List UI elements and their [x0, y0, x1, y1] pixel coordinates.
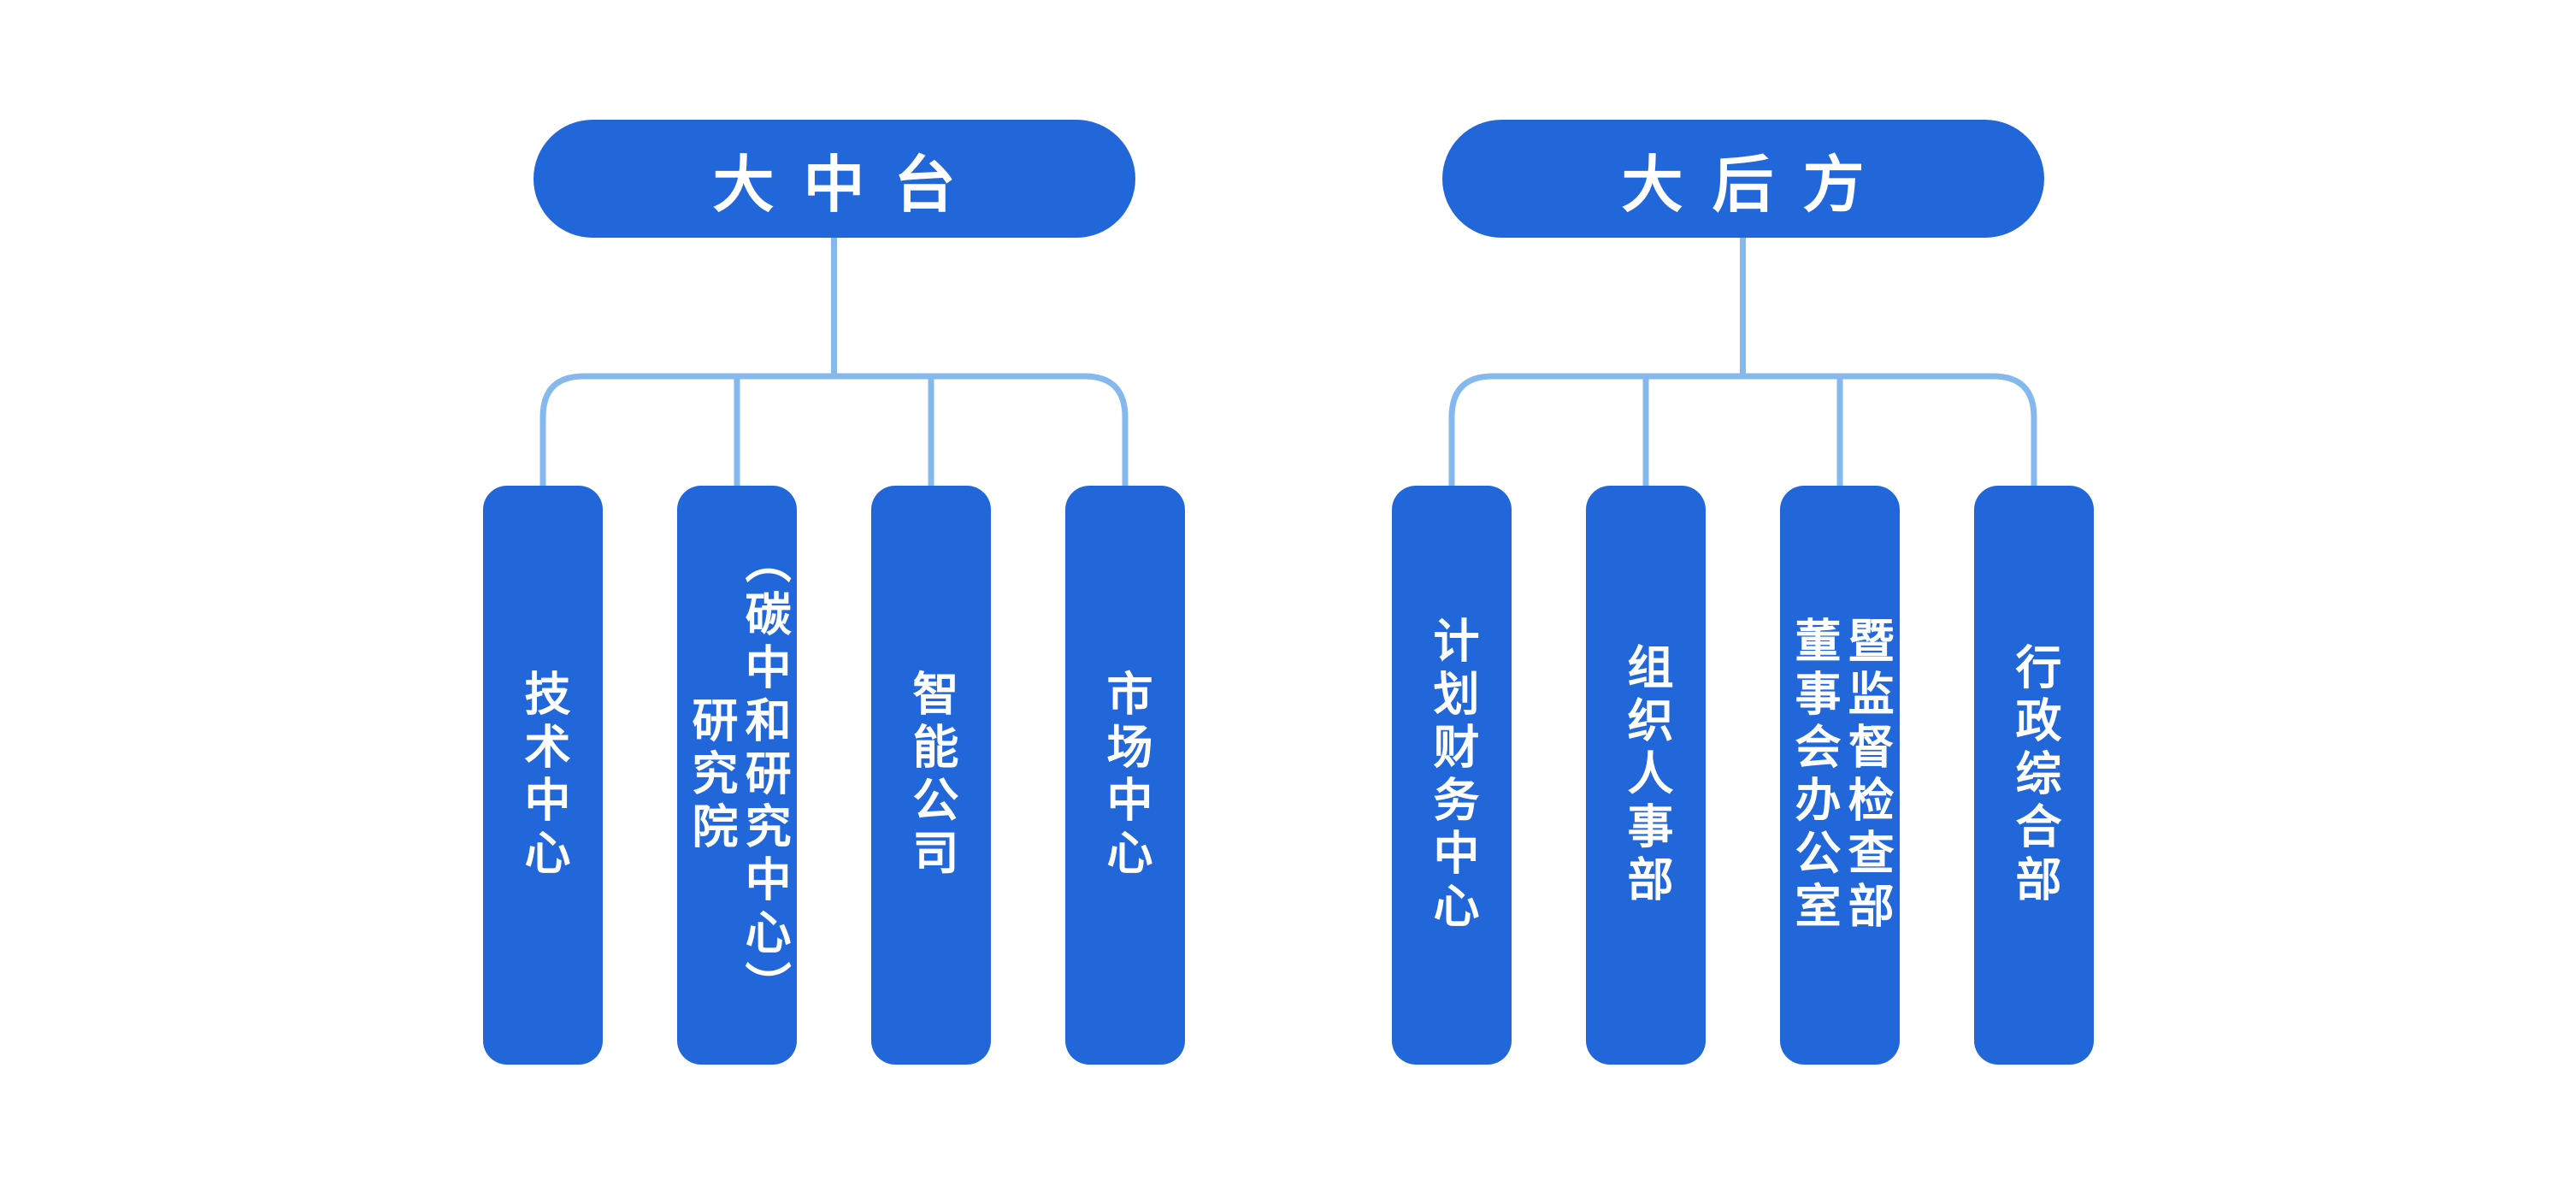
tree-group-dahoufang: 大后方 计划财务中心 组织人事部 董事会办公室 暨监督检查部 行政综合部 [1392, 120, 2094, 1065]
dept-node-xingzheng-zonghe[interactable]: 行政综合部 [1974, 486, 2094, 1065]
dept-label: 技术中心 [517, 669, 569, 882]
dept-node-shichang-zhongxin[interactable]: 市场中心 [1065, 486, 1185, 1065]
dept-node-jishu-zhongxin[interactable]: 技术中心 [483, 486, 603, 1065]
connector-lines [539, 238, 1129, 486]
children-row: 计划财务中心 组织人事部 董事会办公室 暨监督检查部 行政综合部 [1392, 486, 2094, 1065]
dept-node-zuzhi-renshi[interactable]: 组织人事部 [1586, 486, 1706, 1065]
dept-node-yanjiuyuan[interactable]: 研究院 （碳中和研究中心） [677, 486, 797, 1065]
dept-label: 研究院 （碳中和研究中心） [685, 536, 790, 1014]
dept-label: 智能公司 [905, 669, 958, 882]
dept-label: 市场中心 [1099, 669, 1152, 882]
dept-node-dongshihui-bangongshi[interactable]: 董事会办公室 暨监督检查部 [1780, 486, 1900, 1065]
dept-label: 董事会办公室 暨监督检查部 [1788, 616, 1893, 935]
dept-node-jihua-caiwu[interactable]: 计划财务中心 [1392, 486, 1512, 1065]
tree-group-dazhongtai: 大中台 技术中心 研究院 （碳中和研究中心） 智能公司 市场中心 [483, 120, 1185, 1065]
dept-node-zhineng-gongsi[interactable]: 智能公司 [871, 486, 991, 1065]
children-row: 技术中心 研究院 （碳中和研究中心） 智能公司 市场中心 [483, 486, 1185, 1065]
connector-lines [1448, 238, 2037, 486]
dept-label: 行政综合部 [2008, 642, 2060, 908]
dept-label: 组织人事部 [1620, 642, 1672, 908]
parent-node-dazhongtai[interactable]: 大中台 [533, 120, 1135, 238]
dept-label: 计划财务中心 [1426, 616, 1478, 935]
parent-node-dahoufang[interactable]: 大后方 [1441, 120, 2044, 238]
